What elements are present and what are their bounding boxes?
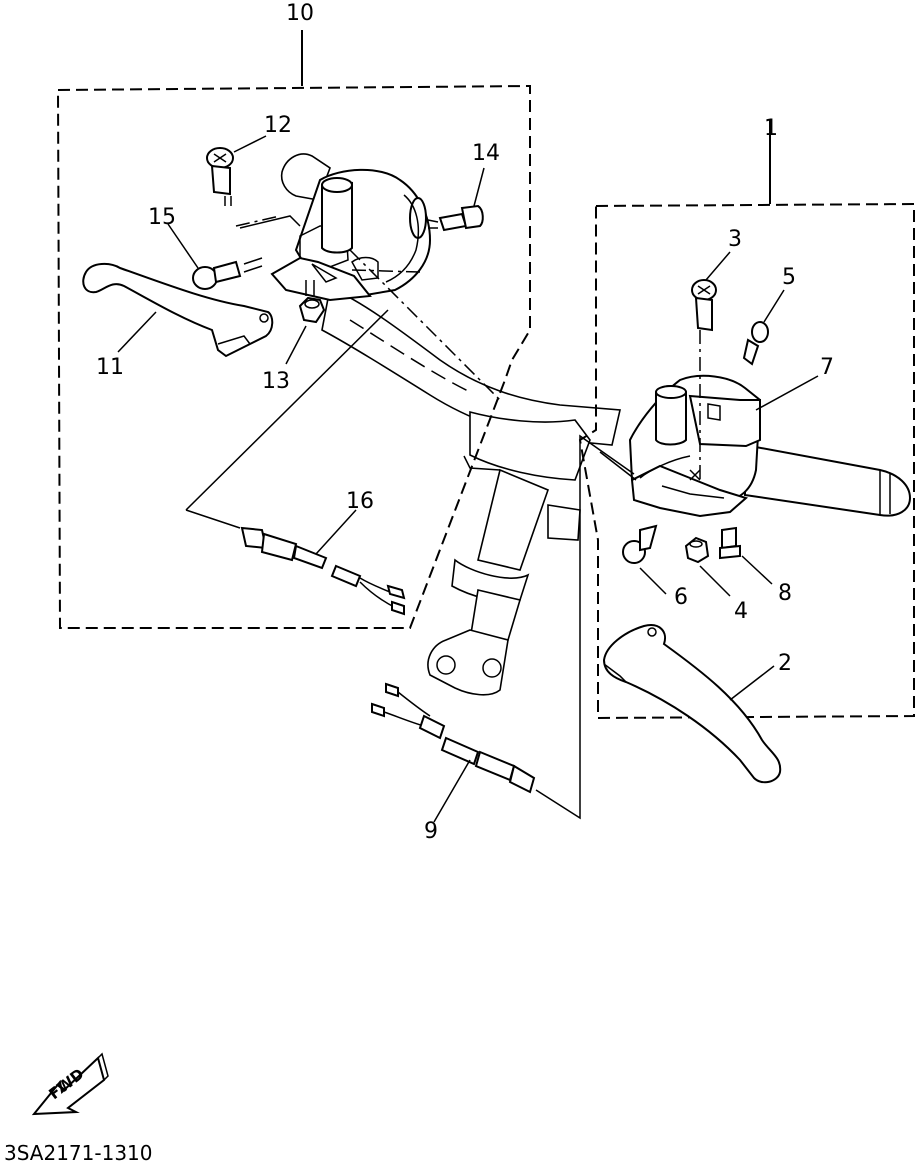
reference-lines [185, 215, 701, 820]
callout-8: 8 [778, 581, 792, 606]
callout-1: 1 [764, 116, 778, 141]
right-lever-holder [628, 374, 762, 518]
switch-9 [371, 682, 536, 794]
callout-9: 9 [424, 819, 438, 844]
bolt-6 [622, 524, 658, 564]
part-code: 3SA2171-1310 [4, 1141, 153, 1163]
screw-5 [742, 321, 769, 366]
pivot-bolt-12 [206, 147, 234, 206]
callout-2: 2 [778, 651, 792, 676]
nut-13 [298, 280, 326, 324]
callout-4: 4 [734, 599, 748, 624]
callout-14: 14 [472, 141, 500, 166]
callout-15: 15 [148, 205, 176, 230]
callout-6: 6 [674, 585, 688, 610]
callout-12: 12 [264, 113, 292, 138]
nut-4 [684, 536, 710, 564]
assembly-box-10 [56, 30, 531, 629]
screw-8 [719, 526, 741, 560]
brake-lever [602, 624, 782, 784]
left-lever-holder [270, 168, 432, 302]
fwd-arrow: FWD [31, 1052, 109, 1116]
clutch-lever [82, 262, 274, 358]
callout-5: 5 [782, 265, 796, 290]
switch-16 [240, 526, 406, 616]
leader-lines [117, 120, 819, 823]
callout-10: 10 [286, 1, 314, 26]
callout-16: 16 [346, 489, 374, 514]
callout-11: 11 [96, 355, 124, 380]
callout-3: 3 [728, 227, 742, 252]
screw-14 [427, 204, 484, 232]
callout-7: 7 [820, 355, 834, 380]
handlebar-phantom [280, 153, 912, 696]
callout-labels: 1 2 3 4 5 6 7 8 9 10 11 12 13 14 15 16 [96, 1, 834, 844]
screw-15 [192, 257, 263, 290]
screw-3 [691, 279, 717, 332]
callout-13: 13 [262, 369, 290, 394]
